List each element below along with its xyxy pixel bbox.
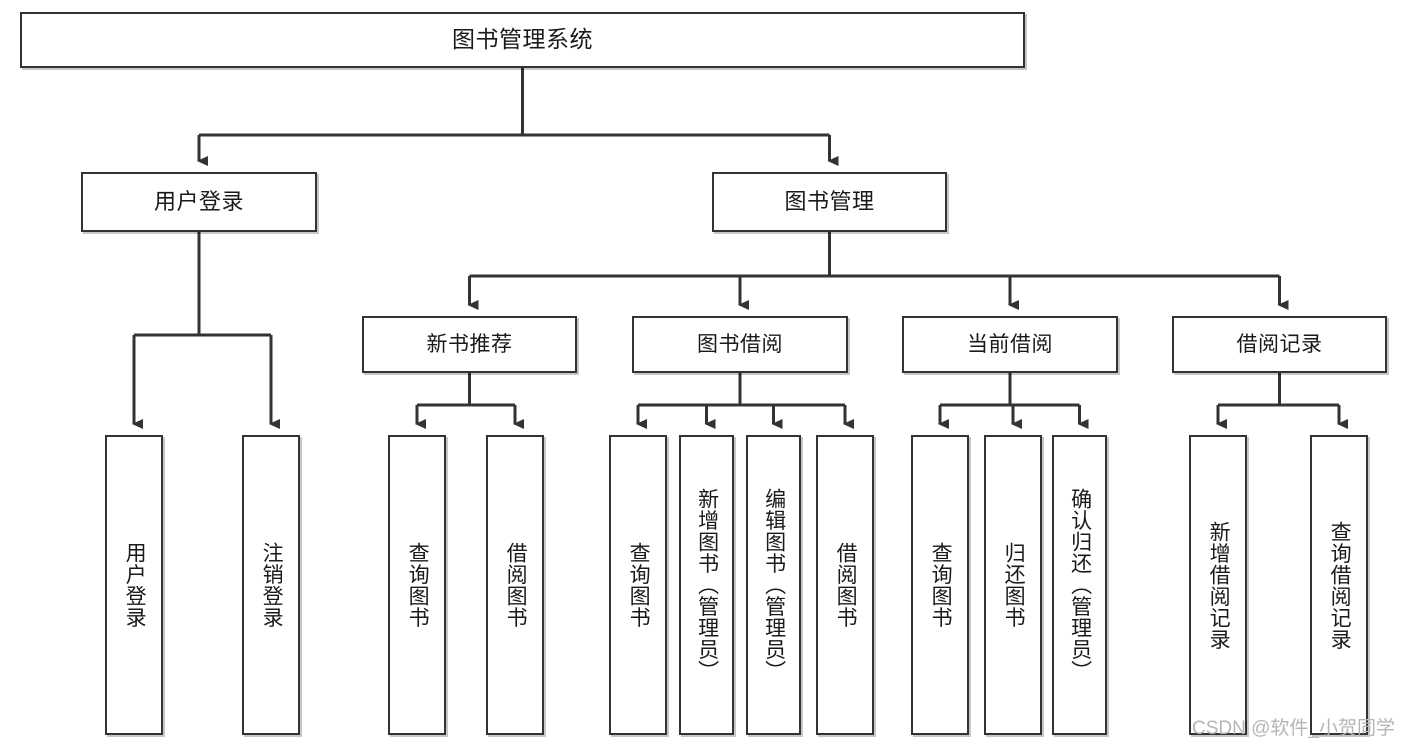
node-label: 注销登录 (260, 542, 284, 628)
node-leaf-add-book[interactable]: 新增图书（管理员） (679, 435, 734, 735)
node-label: 查询图书 (929, 542, 953, 628)
node-leaf-edit-book[interactable]: 编辑图书（管理员） (746, 435, 801, 735)
node-book-manage[interactable]: 图书管理 (712, 172, 947, 232)
node-leaf-borrow-2[interactable]: 借阅图书 (816, 435, 874, 735)
node-leaf-logout[interactable]: 注销登录 (242, 435, 300, 735)
node-label: 归还图书 (1002, 542, 1026, 628)
node-label: 借阅图书 (834, 542, 858, 628)
node-label: 图书借阅 (697, 332, 783, 356)
node-leaf-confirm[interactable]: 确认归还（管理员） (1052, 435, 1107, 735)
node-leaf-return[interactable]: 归还图书 (984, 435, 1042, 735)
node-borrow-record[interactable]: 借阅记录 (1172, 316, 1387, 373)
node-label: 确认归还（管理员） (1068, 488, 1092, 682)
node-label: 借阅记录 (1236, 332, 1323, 356)
node-label: 当前借阅 (967, 332, 1053, 356)
edge-group (132, 68, 1348, 429)
node-label: 图书管理系统 (452, 26, 593, 53)
node-label: 编辑图书（管理员） (762, 488, 786, 682)
node-label: 新增图书（管理员） (695, 488, 719, 682)
node-new-book-rec[interactable]: 新书推荐 (362, 316, 577, 373)
node-label: 图书管理 (784, 188, 875, 214)
node-leaf-add-rec[interactable]: 新增借阅记录 (1189, 435, 1247, 735)
node-label: 查询图书 (627, 542, 651, 628)
node-book-borrow[interactable]: 图书借阅 (632, 316, 848, 373)
node-label: 借阅图书 (504, 542, 528, 628)
node-current-borrow[interactable]: 当前借阅 (902, 316, 1118, 373)
node-leaf-query-1[interactable]: 查询图书 (388, 435, 446, 735)
node-leaf-user-login[interactable]: 用户登录 (105, 435, 163, 735)
node-leaf-query-2[interactable]: 查询图书 (609, 435, 667, 735)
node-label: 新书推荐 (426, 332, 513, 356)
node-root[interactable]: 图书管理系统 (20, 12, 1025, 68)
node-label: 用户登录 (123, 542, 147, 628)
node-leaf-borrow-1[interactable]: 借阅图书 (486, 435, 544, 735)
node-label: 查询借阅记录 (1328, 520, 1352, 650)
node-label: 用户登录 (153, 188, 244, 214)
node-label: 查询图书 (406, 542, 430, 628)
node-leaf-query-3[interactable]: 查询图书 (911, 435, 969, 735)
node-label: 新增借阅记录 (1207, 520, 1231, 650)
node-user-login[interactable]: 用户登录 (81, 172, 317, 232)
node-leaf-query-rec[interactable]: 查询借阅记录 (1310, 435, 1368, 735)
